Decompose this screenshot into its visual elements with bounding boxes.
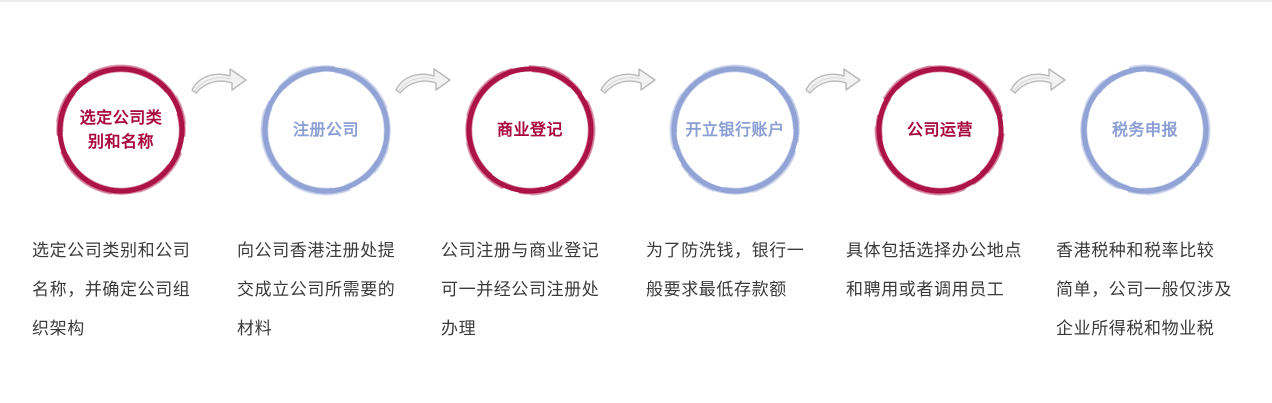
brush-ring-icon (874, 64, 1006, 196)
curved-right-arrow-icon (190, 66, 248, 96)
step-5-title: 公司运营 (906, 120, 973, 139)
step-3-title: 商业登记 (496, 120, 563, 139)
brush-ring-icon (1079, 64, 1211, 196)
step-3-description: 公司注册与商业登记 可一并经公司注册处 办理 (441, 241, 600, 339)
brush-ring-icon (55, 64, 187, 196)
step-4-circle: 开立银行账户 (668, 63, 802, 197)
brush-ring-icon (464, 64, 596, 196)
brush-ring-icon (260, 64, 392, 196)
step-6-description: 香港税种和税率比较 简单，公司一般仅涉及 企业所得税和物业税 (1056, 241, 1232, 339)
step-2-circle: 注册公司 (259, 63, 393, 197)
step-1-title: 选定公司类 别和名称 (79, 108, 163, 151)
curved-right-arrow-icon (1009, 66, 1067, 96)
step-4-description: 为了防洗钱，银行一 般要求最低存款额 (646, 241, 805, 300)
brush-ring-icon (669, 64, 801, 196)
step-2-title: 注册公司 (292, 120, 359, 139)
step-6-circle: 税务申报 (1078, 63, 1212, 197)
step-5-circle: 公司运营 (873, 63, 1007, 197)
curved-right-arrow-icon (394, 66, 452, 96)
curved-right-arrow-icon (599, 66, 657, 96)
step-6-title: 税务申报 (1111, 120, 1178, 139)
step-5-description: 具体包括选择办公地点 和聘用或者调用员工 (846, 241, 1022, 300)
step-1-circle: 选定公司类 别和名称 (54, 63, 188, 197)
step-3-circle: 商业登记 (463, 63, 597, 197)
curved-right-arrow-icon (804, 66, 862, 96)
step-2-description: 向公司香港注册处提 交成立公司所需要的 材料 (237, 241, 396, 339)
top-divider (0, 0, 1272, 2)
step-1-description: 选定公司类别和公司 名称，并确定公司组 织架构 (32, 241, 191, 339)
step-4-title: 开立银行账户 (685, 120, 785, 139)
